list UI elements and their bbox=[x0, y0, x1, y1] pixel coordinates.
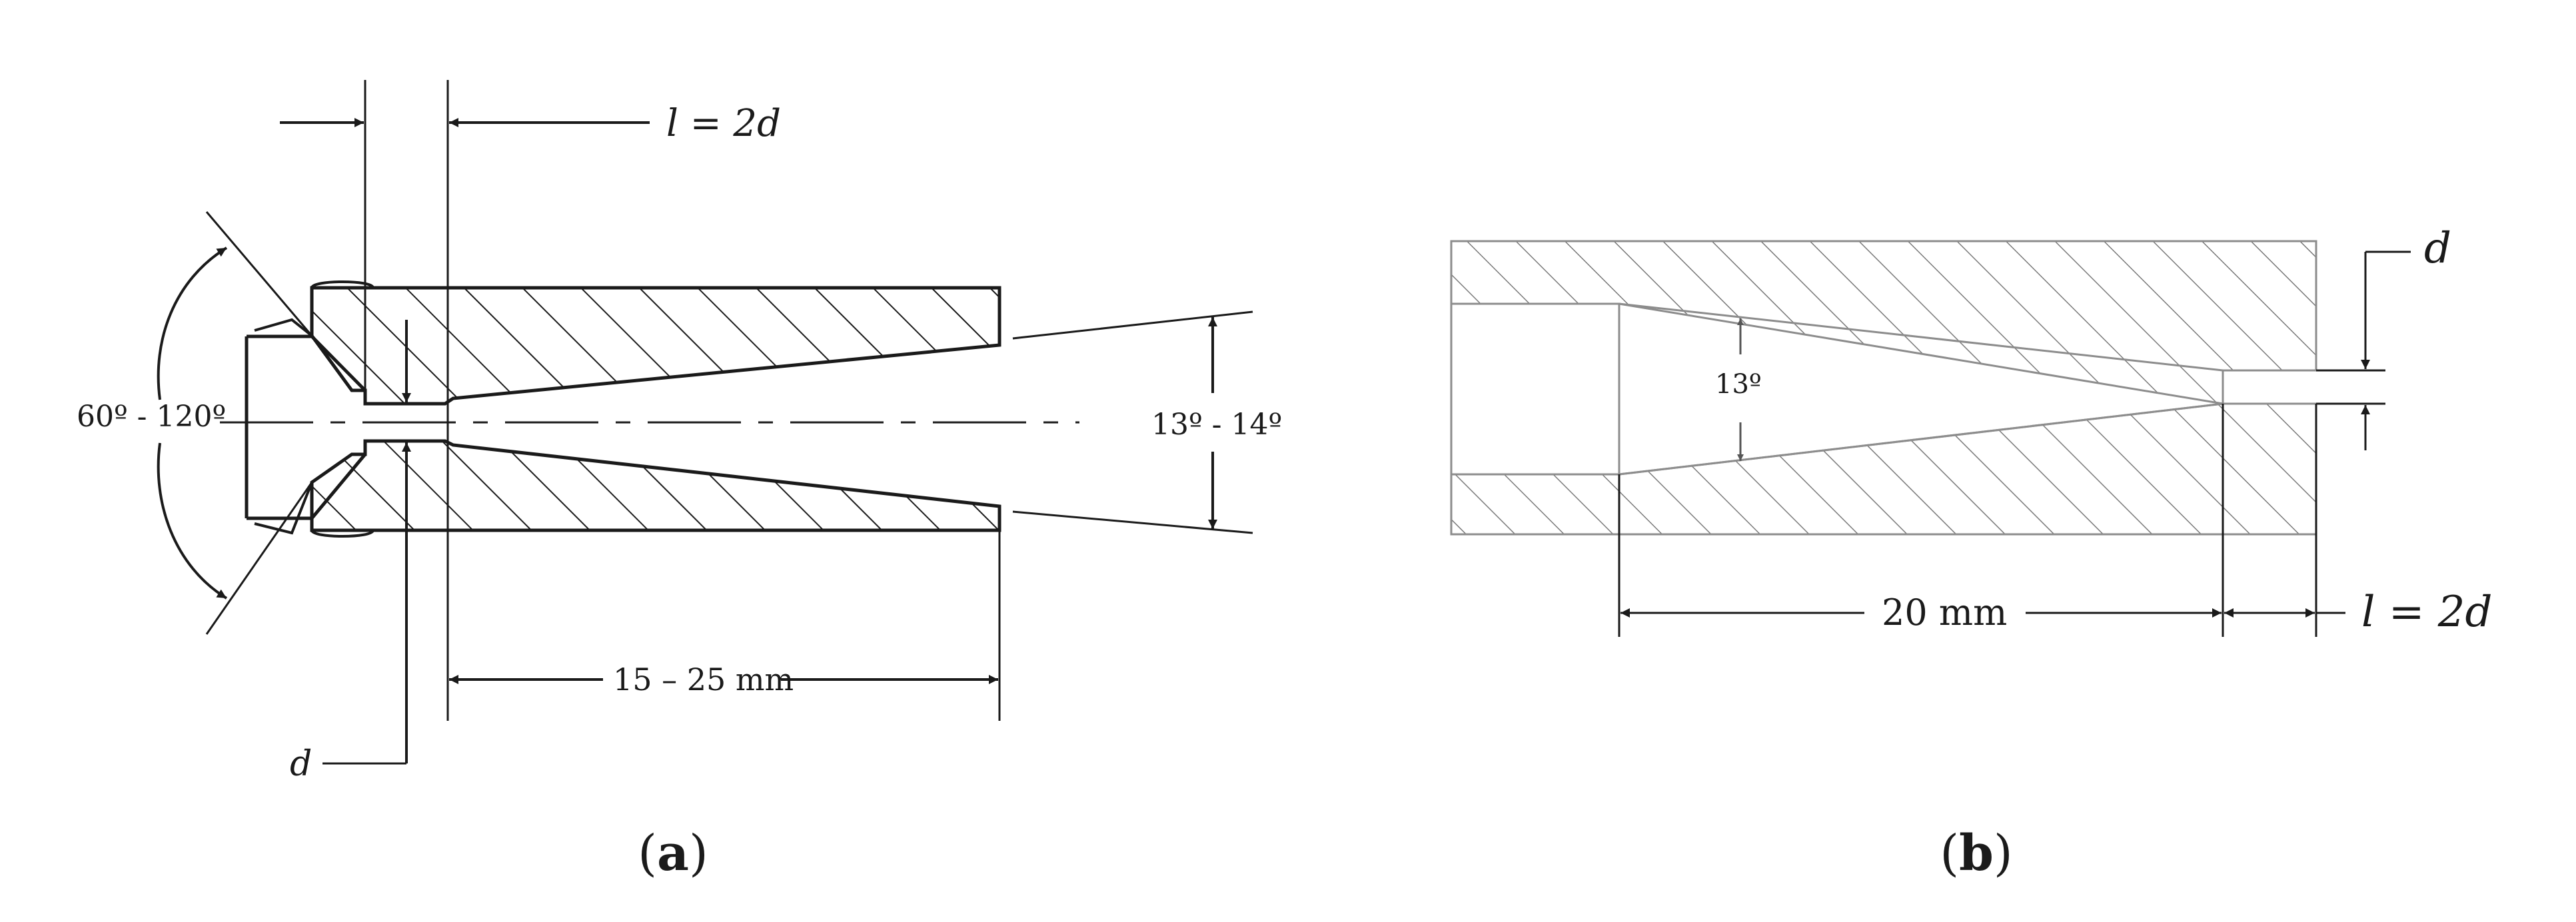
label-a-length: l = 2d bbox=[666, 102, 781, 145]
dim-a-inlet-angle-arc-upper bbox=[157, 246, 228, 400]
nozzle-a-lower-half bbox=[310, 439, 1001, 532]
label-b-diameter: d bbox=[2424, 224, 2451, 273]
extension-a-cone-lower bbox=[205, 482, 313, 635]
nozzle-b-cone-top bbox=[1618, 302, 2224, 372]
nozzle-b-upper-wall bbox=[1450, 240, 2317, 405]
dim-a-inlet-angle-arc-lower bbox=[157, 442, 228, 600]
extension-a-cone-upper bbox=[205, 211, 313, 336]
label-a-outlet-angle: 13º - 14º bbox=[1151, 408, 1282, 442]
label-b-span: 20 mm bbox=[1882, 592, 2007, 634]
caption-b: (b) bbox=[1940, 825, 2013, 882]
label-b-angle: 13º bbox=[1715, 369, 1762, 400]
label-a-span: 15 – 25 mm bbox=[613, 662, 794, 697]
label-a-inlet-angle: 60º - 120º bbox=[77, 400, 226, 434]
panel-b: 13º d 20 mm l = 2d (b) bbox=[1450, 224, 2492, 882]
nozzle-a-upper-half bbox=[310, 286, 1001, 406]
label-a-diameter: d bbox=[290, 744, 312, 784]
nozzle-b-cone-bottom bbox=[1618, 402, 2224, 476]
extension-a-outlet-lower bbox=[1012, 510, 1253, 534]
nozzle-b-lower-wall bbox=[1450, 402, 2317, 536]
nozzle-a-inlet-head bbox=[245, 280, 374, 538]
label-b-length: l = 2d bbox=[2361, 588, 2492, 637]
extension-a-outlet-upper bbox=[1012, 310, 1253, 340]
caption-a: (a) bbox=[638, 825, 708, 882]
panel-a: l = 2d 60º - 120º d 13º - 14º 15 – 25 mm… bbox=[77, 80, 1282, 882]
